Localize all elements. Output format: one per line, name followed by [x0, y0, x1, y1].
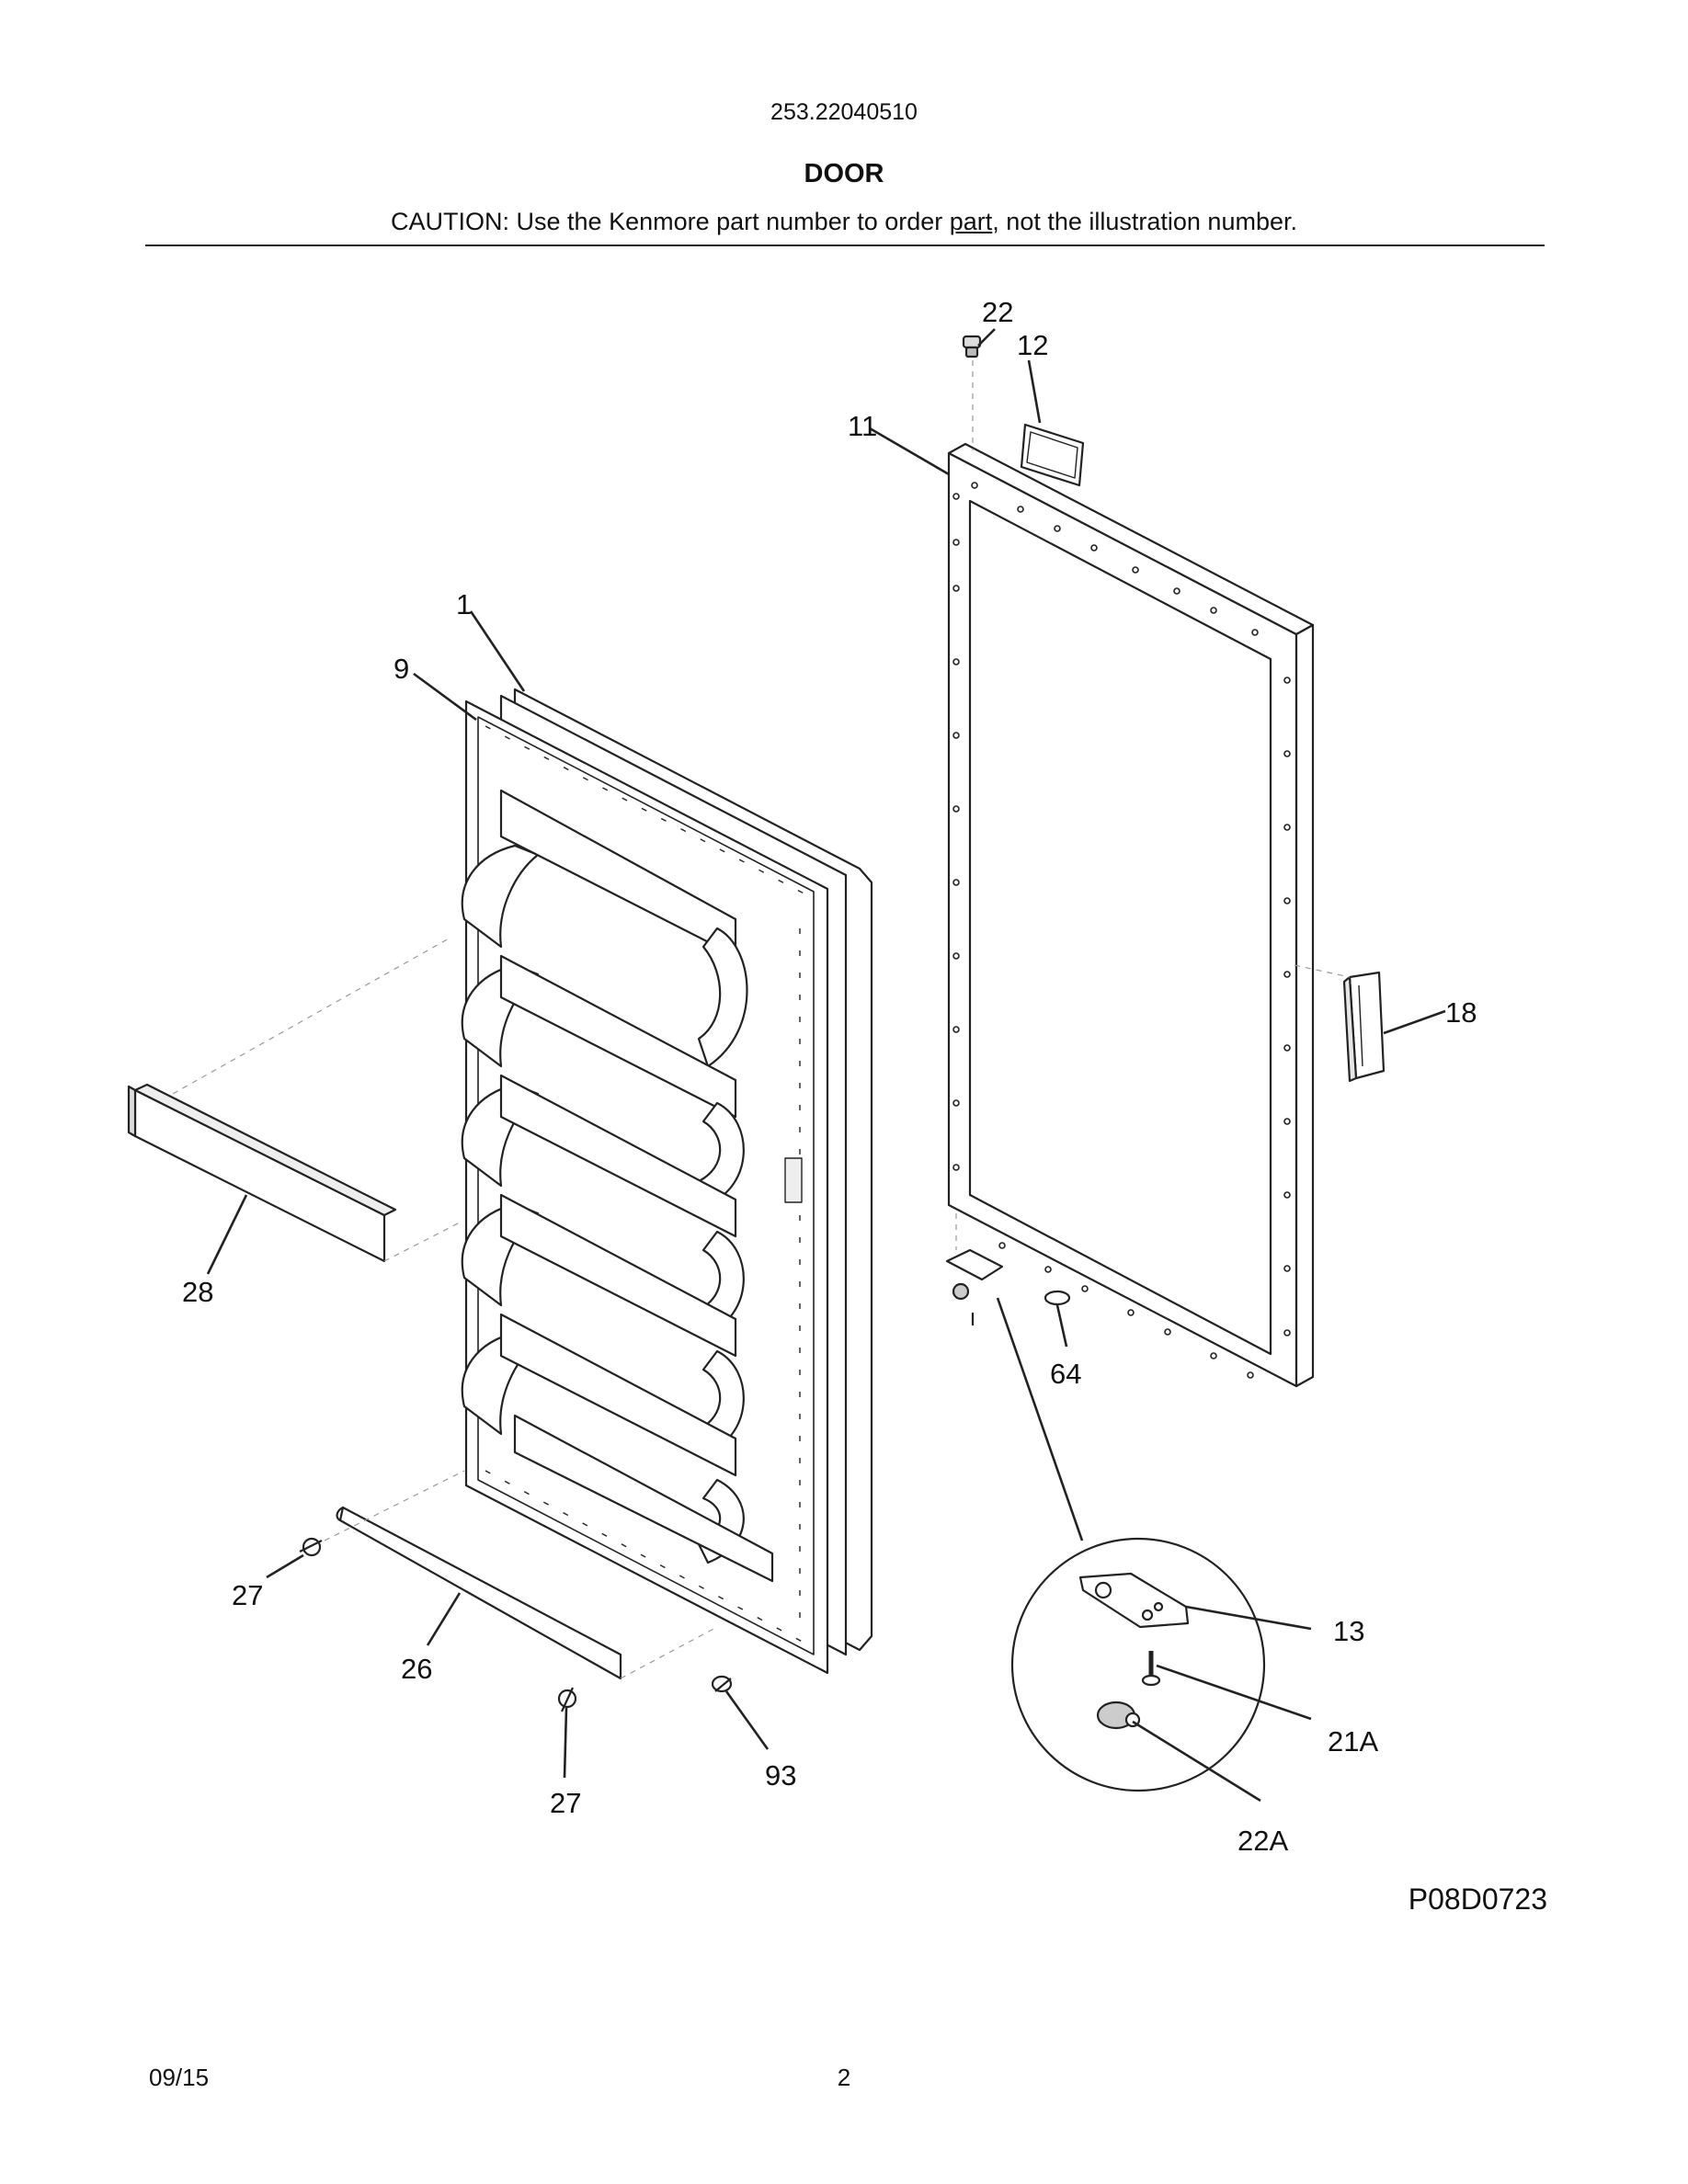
hinge-bracket-small — [945, 1248, 1004, 1325]
model-number: 253.22040510 — [770, 99, 918, 125]
caution-suffix: , not the illustration number. — [992, 208, 1297, 235]
hinge-detail-circle — [1010, 1537, 1266, 1792]
label-93: 93 — [765, 1759, 796, 1792]
label-11: 11 — [848, 410, 877, 442]
hinge-detail-parts — [1078, 1572, 1190, 1730]
leader-lines — [206, 328, 1446, 1803]
shelf-front-bar — [127, 1083, 397, 1263]
panel-holes — [952, 482, 1291, 1379]
part-number-labels: 22 12 11 1 9 18 28 64 13 21A 22A 27 26 2… — [182, 296, 1477, 1857]
label-12: 12 — [1017, 329, 1048, 361]
fastener-27-left — [299, 1537, 323, 1557]
label-9: 9 — [393, 653, 409, 685]
label-21a: 21A — [1328, 1725, 1378, 1757]
fastener-93 — [711, 1675, 733, 1693]
page-number: 2 — [837, 2064, 851, 2091]
liner-rivets — [485, 725, 810, 1646]
caution-text: CAUTION: Use the Kenmore part number to … — [0, 208, 1688, 236]
label-28: 28 — [182, 1276, 213, 1308]
caution-part-word: part — [949, 208, 993, 235]
top-plug — [962, 335, 982, 358]
label-26: 26 — [401, 1653, 432, 1685]
alignment-lines — [172, 360, 1351, 1679]
footer-date: 09/15 — [149, 2064, 210, 2091]
outer-door-panel — [947, 442, 1315, 1388]
fastener-27-bottom — [557, 1687, 577, 1712]
label-18: 18 — [1445, 996, 1477, 1029]
section-title: DOOR — [804, 159, 884, 188]
label-1: 1 — [456, 588, 472, 620]
label-13: 13 — [1333, 1615, 1364, 1647]
label-plate — [1020, 423, 1085, 487]
part-64-plug — [1044, 1290, 1071, 1306]
header-rule — [145, 245, 1545, 246]
caution-prefix: CAUTION: Use the Kenmore part number to … — [391, 208, 950, 235]
label-22a: 22A — [1237, 1825, 1288, 1857]
label-22: 22 — [982, 296, 1013, 328]
label-64: 64 — [1050, 1358, 1081, 1390]
label-27-bottom: 27 — [550, 1787, 581, 1819]
drawing-code: P08D0723 — [1408, 1883, 1547, 1916]
label-27-left: 27 — [232, 1579, 263, 1611]
door-handle — [1342, 971, 1386, 1083]
door-shelves — [461, 789, 774, 1583]
inner-door-liner — [461, 688, 873, 1675]
